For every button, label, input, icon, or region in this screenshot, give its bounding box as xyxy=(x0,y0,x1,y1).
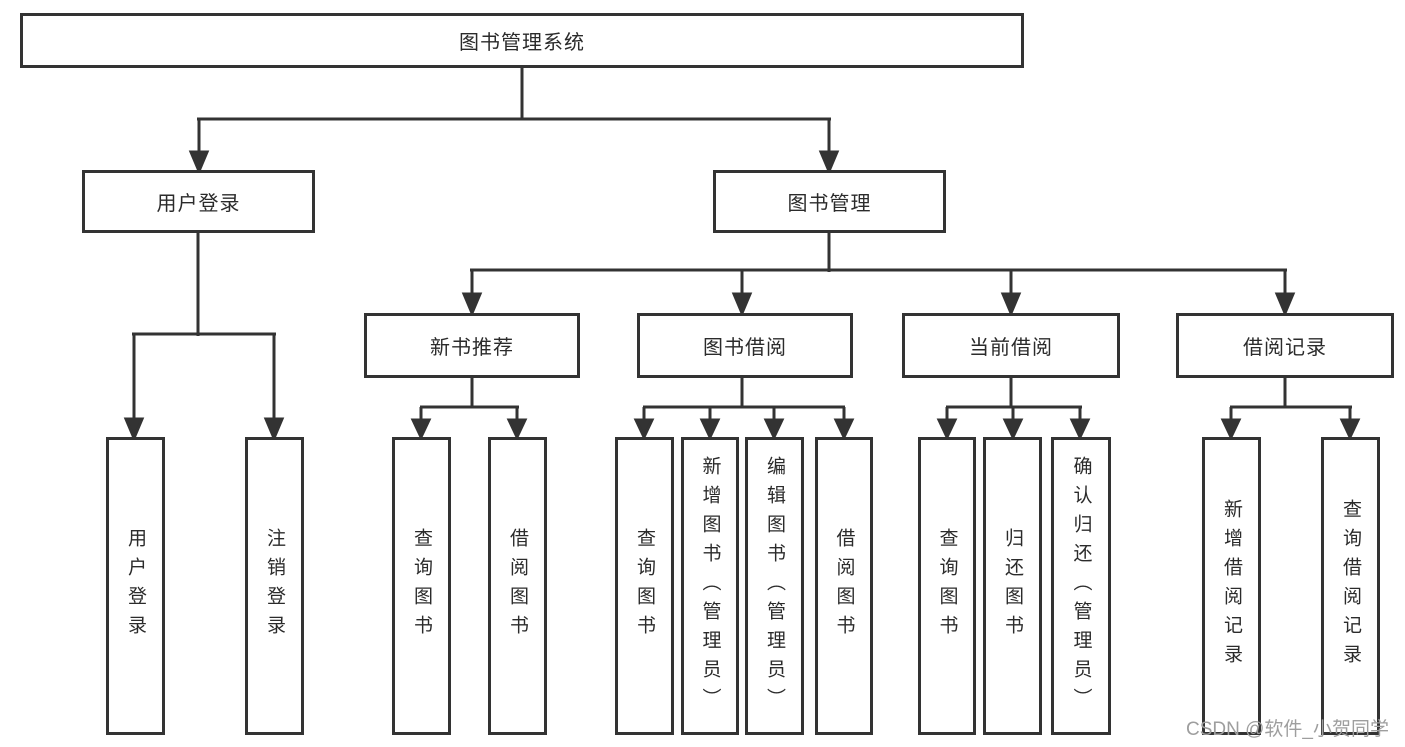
leaf-borrow-books-borrowing: 借阅图书 xyxy=(815,437,873,735)
node-book-management: 图书管理 xyxy=(713,170,946,233)
node-label: 注销登录 xyxy=(264,528,285,644)
node-label: 新书推荐 xyxy=(430,337,514,359)
leaf-confirm-return-admin: 确认归还（管理员） xyxy=(1051,437,1111,735)
node-label: 查询图书 xyxy=(411,528,432,644)
node-current-borrowing: 当前借阅 xyxy=(902,313,1120,378)
leaf-add-borrow-record: 新增借阅记录 xyxy=(1202,437,1261,735)
node-borrowing-records: 借阅记录 xyxy=(1176,313,1394,378)
node-label: 查询图书 xyxy=(634,528,655,644)
leaf-edit-book-admin: 编辑图书（管理员） xyxy=(745,437,804,735)
leaf-logout: 注销登录 xyxy=(245,437,304,735)
leaf-query-books-current: 查询图书 xyxy=(918,437,976,735)
node-label: 归还图书 xyxy=(1002,528,1023,644)
node-label: 借阅记录 xyxy=(1243,337,1327,359)
node-label: 查询图书 xyxy=(936,528,958,644)
node-label: 查询借阅记录 xyxy=(1340,499,1361,673)
node-label: 图书借阅 xyxy=(703,337,787,359)
node-label: 用户登录 xyxy=(125,528,146,644)
node-book-borrowing: 图书借阅 xyxy=(637,313,853,378)
leaf-query-books-borrowing: 查询图书 xyxy=(615,437,674,735)
node-label: 新增借阅记录 xyxy=(1221,499,1242,673)
leaf-return-book: 归还图书 xyxy=(983,437,1042,735)
leaf-borrow-books-recommend: 借阅图书 xyxy=(488,437,547,735)
node-user-login: 用户登录 xyxy=(82,170,315,233)
leaf-add-book-admin: 新增图书（管理员） xyxy=(681,437,739,735)
csdn-watermark: CSDN @软件_小贺同学 xyxy=(1186,719,1389,740)
leaf-user-login: 用户登录 xyxy=(106,437,165,735)
leaf-query-books-recommend: 查询图书 xyxy=(392,437,451,735)
node-library-management-system: 图书管理系统 xyxy=(20,13,1024,68)
node-new-book-recommend: 新书推荐 xyxy=(364,313,580,378)
node-label: 新增图书（管理员） xyxy=(699,455,721,717)
node-label: 编辑图书（管理员） xyxy=(764,455,785,717)
node-label: 图书管理 xyxy=(787,193,872,215)
node-label: 借阅图书 xyxy=(833,528,855,644)
leaf-query-borrow-record: 查询借阅记录 xyxy=(1321,437,1380,735)
node-label: 图书管理系统 xyxy=(459,32,585,54)
node-label: 当前借阅 xyxy=(969,337,1053,359)
node-label: 借阅图书 xyxy=(507,528,528,644)
node-label: 用户登录 xyxy=(156,193,241,215)
node-label: 确认归还（管理员） xyxy=(1070,455,1092,717)
